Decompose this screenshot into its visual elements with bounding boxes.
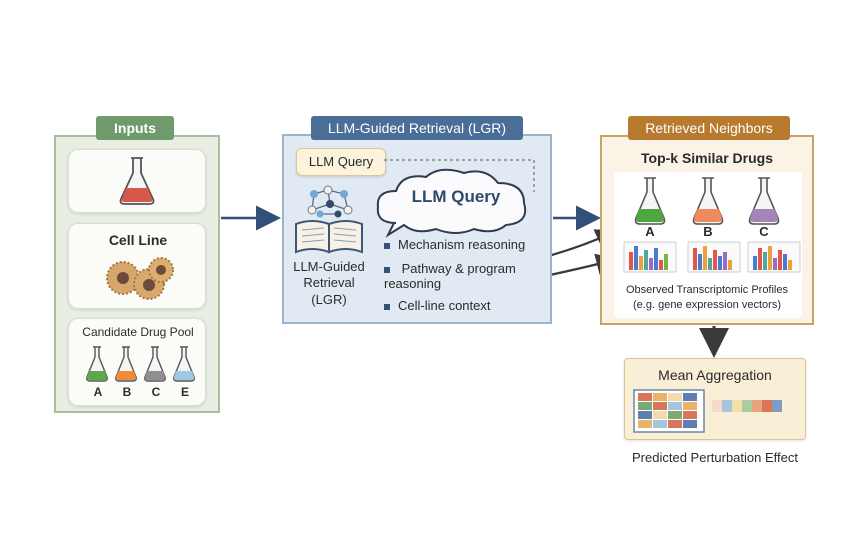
neighbor-flasks — [634, 177, 780, 225]
red-flask-icon — [119, 157, 155, 205]
aggregation-title: Mean Aggregation — [658, 367, 772, 383]
profiles-caption-line-2: (e.g. gene expression vectors) — [633, 299, 781, 311]
flask-b-icon — [115, 346, 137, 382]
inputs-header: Inputs — [96, 116, 174, 140]
llm-query-cloud — [376, 168, 527, 238]
llm-query-tag: LLM Query — [296, 148, 386, 176]
book-molecule-icon — [295, 185, 363, 254]
book-caption-line-3: (LGR) — [311, 292, 347, 307]
book-caption-line-2: Retrieval — [303, 275, 355, 290]
input-drug-card — [68, 149, 206, 213]
neighbors-title: Top-k Similar Drugs — [641, 150, 773, 166]
profiles-caption-line-1: Observed Transcriptomic Profiles — [626, 284, 788, 296]
neighbor-flask-b-icon — [692, 177, 724, 225]
neighbor-flask-a-icon — [634, 177, 666, 225]
flask-e-icon — [173, 346, 195, 382]
bullet-pathway: Pathway & program reasoning — [384, 261, 534, 291]
profile-chart-c — [747, 241, 801, 273]
neighbor-label-b: B — [703, 224, 713, 239]
drug-pool-title: Candidate Drug Pool — [82, 325, 194, 339]
neighbor-label-a: A — [645, 224, 655, 239]
aggregation-output-vector-icon — [712, 400, 782, 412]
drug-pool-card: Candidate Drug Pool A B C E — [68, 318, 206, 406]
drug-label-c: C — [151, 385, 161, 399]
lgr-header: LLM-Guided Retrieval (LGR) — [311, 116, 523, 140]
neighbor-flask-c-icon — [748, 177, 780, 225]
bullet-pathway-text: Pathway & program reasoning — [384, 261, 516, 291]
cell-line-card: Cell Line — [68, 223, 206, 309]
drug-label-a: A — [93, 385, 103, 399]
cell-cluster-icon — [106, 257, 174, 300]
cell-line-label: Cell Line — [108, 232, 168, 248]
llm-query-tag-text: LLM Query — [308, 154, 374, 169]
predicted-effect-caption: Predicted Perturbation Effect — [632, 450, 798, 465]
bullet-cell-line: Cell-line context — [384, 298, 491, 313]
drug-pool-flasks — [86, 346, 195, 382]
aggregation-heatmap-icon — [633, 389, 705, 433]
book-caption-line-1: LLM-Guided — [293, 259, 365, 274]
transcriptomic-profile-charts — [623, 241, 801, 273]
flask-c-icon — [144, 346, 166, 382]
profile-chart-a — [623, 241, 677, 273]
flask-a-icon — [86, 346, 108, 382]
bullet-mechanism: Mechanism reasoning — [384, 237, 525, 252]
drug-label-b: B — [122, 385, 132, 399]
neighbor-label-c: C — [759, 224, 769, 239]
llm-query-cloud-text: LLM Query — [411, 187, 501, 206]
drug-label-e: E — [180, 385, 189, 399]
neighbors-header: Retrieved Neighbors — [628, 116, 790, 140]
query-dashed-connector — [384, 159, 535, 192]
profile-chart-b — [687, 241, 741, 273]
